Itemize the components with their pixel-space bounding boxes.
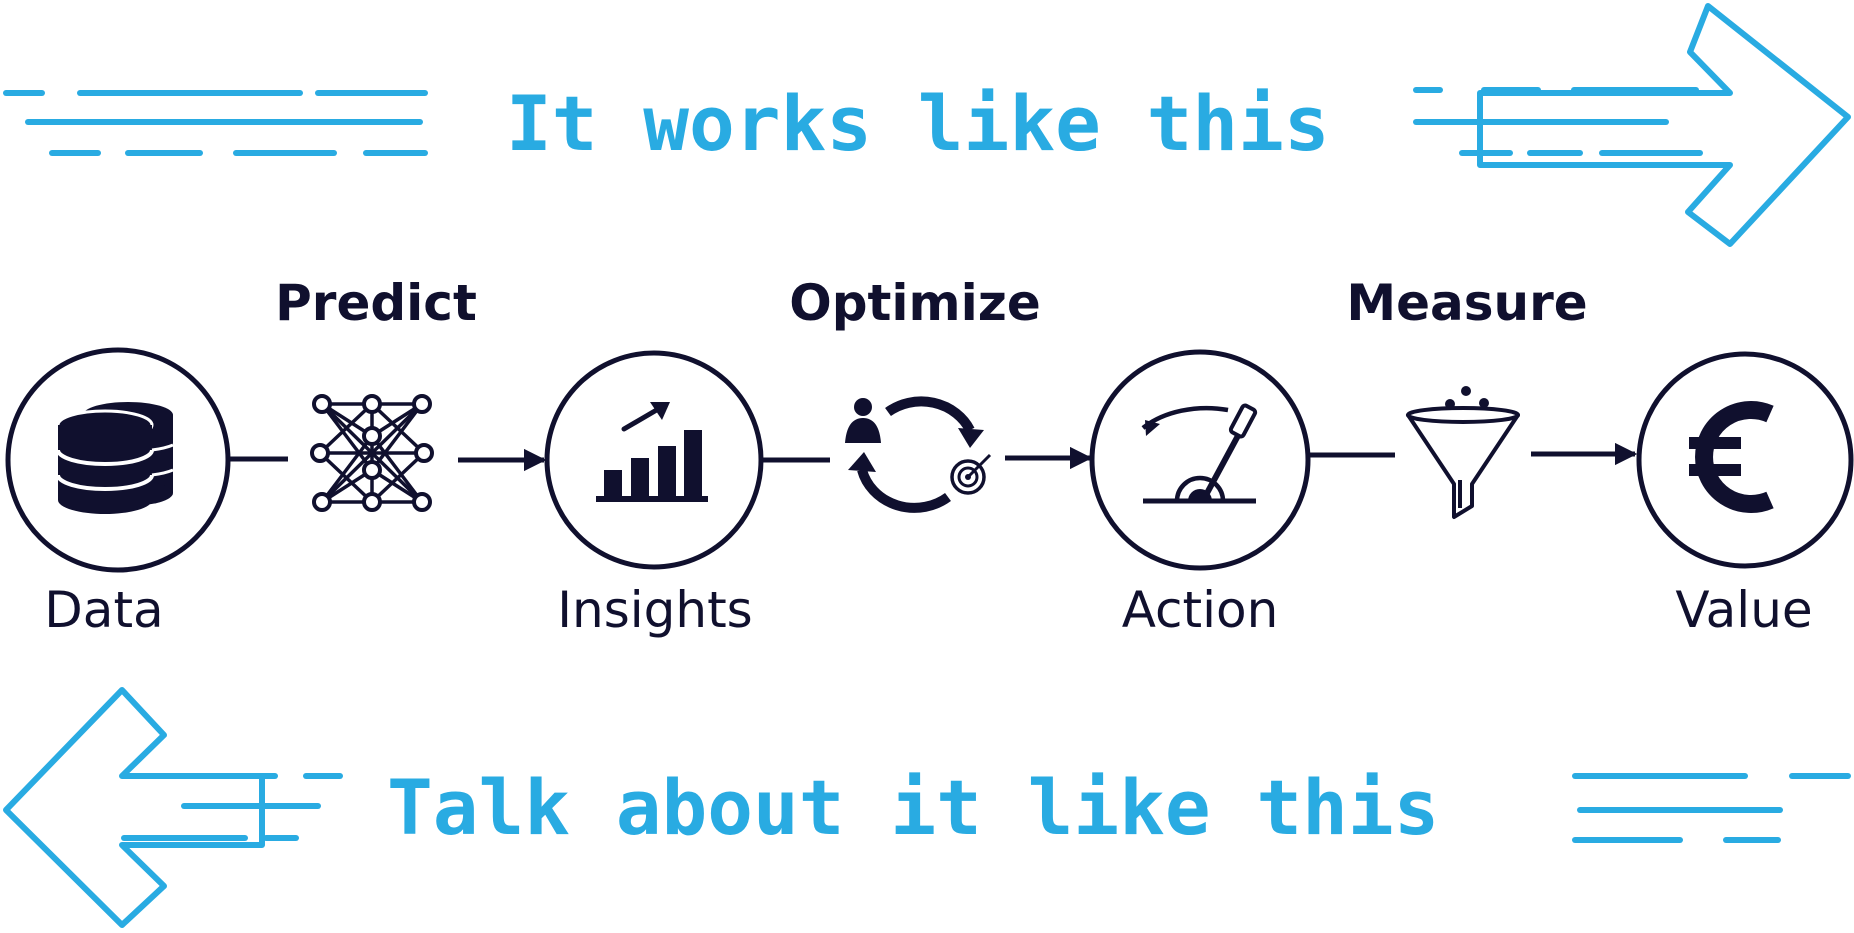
node-label-value: Value xyxy=(1675,581,1813,639)
node-circle-insights xyxy=(544,350,764,570)
euro-icon xyxy=(1689,401,1774,513)
database-icon xyxy=(56,402,174,514)
step-label-predict: Predict xyxy=(275,274,477,332)
node-circle-value xyxy=(1636,351,1854,569)
speed-lines-top-right xyxy=(1413,87,1703,156)
node-label-data: Data xyxy=(44,581,164,639)
connectors xyxy=(230,442,1638,472)
node-circles xyxy=(5,347,1854,573)
speed-lines-bottom-right xyxy=(1572,773,1851,843)
node-circle-data xyxy=(5,347,231,573)
step-label-measure: Measure xyxy=(1346,274,1588,332)
node-label-action: Action xyxy=(1121,581,1279,639)
node-circle-action xyxy=(1089,349,1311,571)
step-label-optimize: Optimize xyxy=(789,274,1041,332)
node-label-insights: Insights xyxy=(557,581,753,639)
headline-top: It works like this xyxy=(506,79,1330,168)
bar-chart-icon xyxy=(596,402,708,502)
right-arrow-icon xyxy=(1477,3,1851,247)
funnel-icon xyxy=(1406,386,1520,519)
speed-lines-bottom-left xyxy=(121,773,343,841)
speed-lines-top-left xyxy=(3,90,428,156)
headline-bottom: Talk about it like this xyxy=(387,763,1440,852)
left-arrow-icon xyxy=(3,687,265,928)
optimize-cycle-icon xyxy=(845,396,992,513)
neural-network-icon xyxy=(310,394,434,512)
lever-icon xyxy=(1141,403,1258,504)
